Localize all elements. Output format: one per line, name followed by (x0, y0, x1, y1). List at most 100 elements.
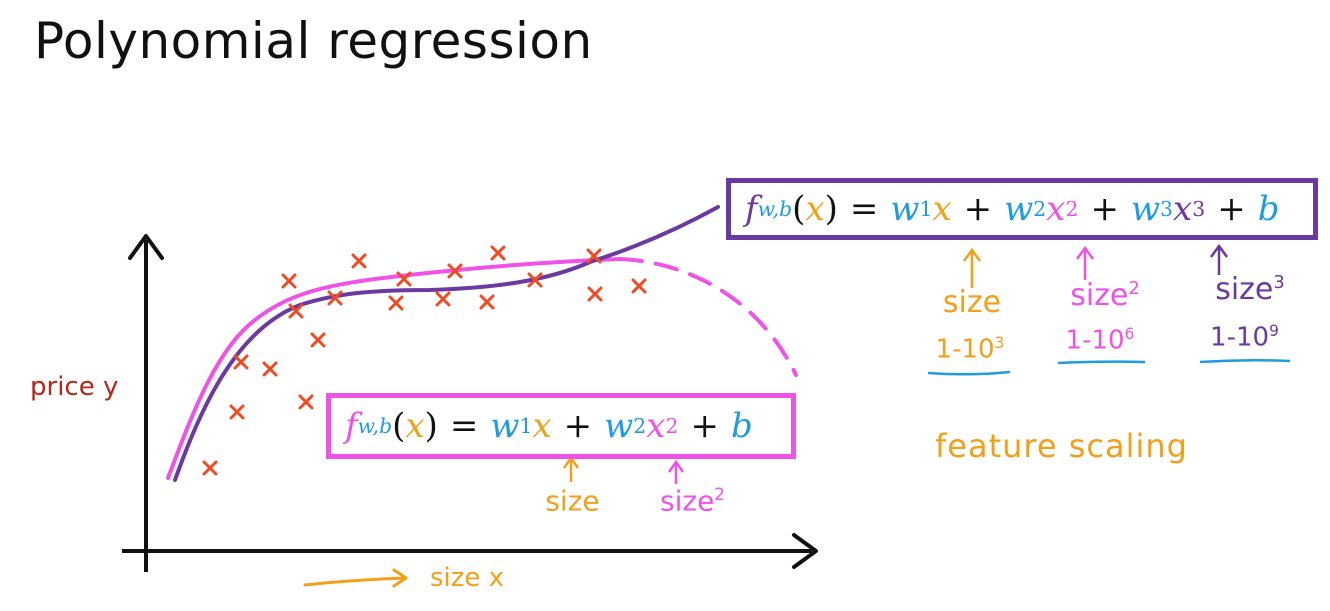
eq-plus3: + (1217, 189, 1246, 229)
qeq-x2-sup: 2 (665, 414, 679, 438)
range-label: 1-10 (1210, 322, 1270, 353)
x-axis-arrowhead (792, 533, 818, 569)
eq-x1: x (932, 189, 952, 229)
eq-x2: x (1046, 189, 1066, 229)
data-point-marker (388, 295, 404, 311)
qeq-w1: w (490, 406, 520, 446)
cubic-range-3: 1-109 (1192, 322, 1297, 353)
arrow-size3-head (1209, 243, 1229, 258)
qeq-w2: w (604, 406, 634, 446)
qeq-f-sub: w,b (357, 414, 393, 438)
eq-rparen: ) (824, 189, 838, 229)
x-axis-label: size x (430, 563, 505, 593)
eq-w2: w (1004, 189, 1034, 229)
axes (122, 234, 818, 588)
underline-3 (1199, 358, 1291, 364)
eq-plus2: + (1090, 189, 1119, 229)
cubic-range-2: 1-106 (1050, 325, 1150, 356)
cubic-range-1: 1-103 (920, 334, 1020, 365)
eq-x3: x (1173, 189, 1193, 229)
cubic-term-arrows (927, 243, 1291, 376)
arrow-size2-head (1075, 245, 1095, 260)
eq-x3-sup: 3 (1192, 197, 1206, 221)
data-point-marker (396, 271, 412, 287)
qeq-x: x (405, 406, 425, 446)
eq-w3-sub: 3 (1160, 197, 1174, 221)
data-point-marker (288, 303, 304, 319)
range-sup: 9 (1269, 322, 1279, 340)
eq-plus1: + (963, 189, 993, 229)
arrow-q-size2-head (667, 459, 685, 473)
data-points (202, 245, 647, 476)
note-label: size (942, 285, 1002, 320)
data-point-marker (310, 332, 326, 348)
quadratic-note-size: size (535, 484, 610, 517)
eq-w1: w (890, 189, 920, 229)
qeq-f: f (345, 406, 358, 446)
eq-f-sub: w,b (757, 197, 793, 221)
note-label: size (1070, 278, 1129, 313)
eq-x2-sup: 2 (1065, 197, 1079, 221)
quadratic-note-size2: size2 (645, 484, 740, 517)
data-point-marker (586, 248, 602, 264)
quadratic-fit-curve (166, 257, 622, 480)
qeq-b: b (730, 406, 753, 446)
quadratic-term-arrows (562, 455, 685, 484)
data-point-marker (262, 361, 278, 377)
y-axis-label: price y (30, 372, 119, 402)
eq-w3: w (1130, 189, 1161, 229)
note-label: size (545, 484, 600, 518)
cubic-note-size: size (932, 285, 1012, 320)
cubic-fit-curve (173, 205, 720, 482)
data-point-marker (351, 253, 367, 269)
eq-w2-sub: 2 (1033, 197, 1047, 221)
qeq-w1-sub: 1 (519, 414, 533, 438)
data-point-marker (202, 460, 218, 476)
x-direction-arrow (303, 576, 407, 587)
qeq-equals: = (449, 406, 479, 446)
data-point-marker (233, 354, 249, 370)
note-label: size (1215, 272, 1274, 307)
cubic-note-size3: size3 (1195, 272, 1305, 307)
data-point-marker (298, 394, 314, 410)
data-point-marker (281, 273, 297, 289)
qeq-lparen: ( (392, 406, 406, 446)
eq-equals: = (849, 189, 879, 229)
qeq-rparen: ) (424, 406, 438, 446)
feature-scaling-note: feature scaling (935, 427, 1188, 465)
data-point-marker (490, 245, 506, 261)
qeq-plus2: + (690, 406, 719, 446)
y-axis-arrowhead (128, 234, 164, 260)
x-direction-arrowhead (392, 568, 408, 588)
data-point-marker (631, 278, 647, 294)
eq-x: x (805, 189, 825, 229)
eq-f: f (745, 189, 758, 229)
data-point-marker (327, 290, 343, 306)
data-point-marker (447, 263, 463, 279)
eq-w1-sub: 1 (919, 197, 933, 221)
qeq-x2: x (646, 406, 666, 446)
qeq-x1: x (532, 406, 552, 446)
data-point-marker (229, 404, 245, 420)
underline-1 (927, 370, 1011, 376)
range-label: 1-10 (935, 334, 995, 365)
eq-lparen: ( (792, 189, 806, 229)
arrow-size-head (962, 247, 982, 262)
eq-b: b (1257, 189, 1280, 229)
quadratic-fit-curve-dashed (618, 257, 798, 377)
note-sup: 3 (1273, 272, 1285, 293)
data-point-marker (479, 294, 495, 310)
underline-2 (1057, 360, 1146, 365)
data-point-marker (435, 291, 451, 307)
data-point-marker (527, 272, 543, 288)
qeq-w2-sub: 2 (633, 414, 647, 438)
note-sup: 2 (1128, 278, 1140, 299)
qeq-plus1: + (563, 406, 593, 446)
note-label: size (660, 484, 715, 518)
note-sup: 2 (714, 484, 725, 504)
page-title: Polynomial regression (34, 12, 593, 70)
